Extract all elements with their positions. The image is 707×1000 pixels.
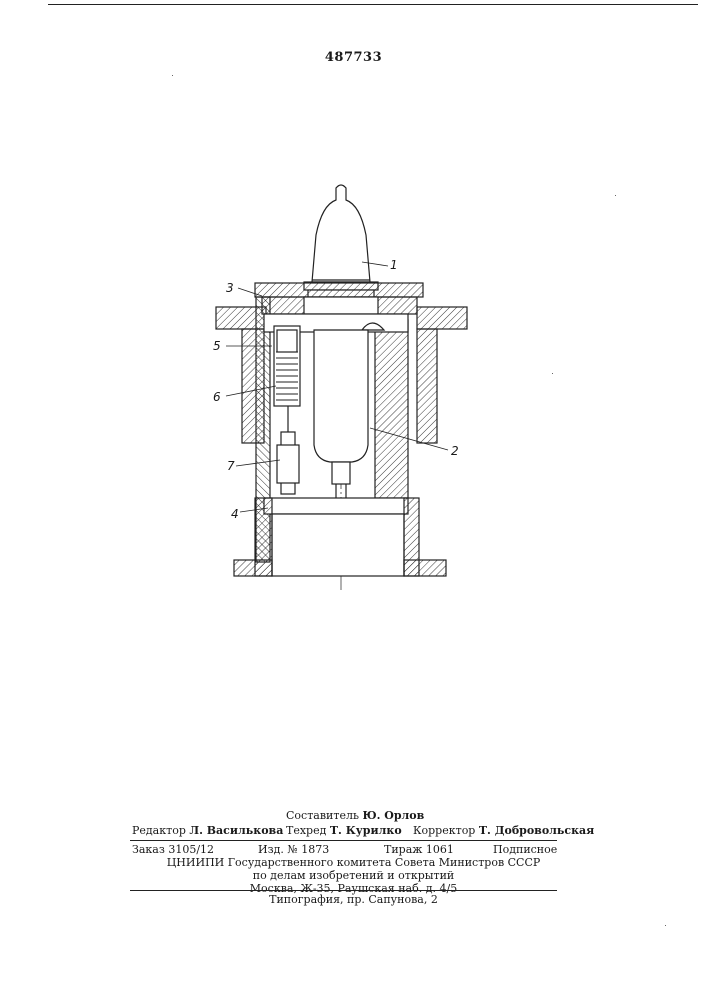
figure-label-7: 7 (227, 459, 235, 473)
base-plate (264, 498, 408, 514)
corrector-credit: Корректор Т. Добровольская (413, 824, 594, 837)
figure-label-6: 6 (213, 390, 221, 404)
order-number: Заказ 3105/12 (132, 843, 214, 856)
techred-name: Т. Курилко (330, 824, 402, 837)
circulation: Тираж 1061 (384, 843, 454, 856)
bottom-flange-left (234, 560, 272, 576)
subscription-note: Подписное (493, 843, 557, 856)
figure-label-4: 4 (231, 507, 239, 521)
org-line-2: по делам изобретений и открытий (0, 869, 707, 882)
figure-label-1: 1 (390, 258, 398, 272)
lamp-bulb (312, 185, 370, 282)
imprint-rule-top (130, 840, 557, 841)
org-line-1: ЦНИИПИ Государственного комитета Совета … (0, 856, 707, 869)
bottom-flange-right (404, 560, 446, 576)
top-cover (255, 283, 423, 297)
figure-label-3: 3 (226, 281, 234, 295)
edition-number: Изд. № 1873 (258, 843, 329, 856)
imprint-rule-bottom (130, 890, 557, 891)
printer-line: Типография, пр. Сапунова, 2 (0, 893, 707, 906)
editor-name: Л. Василькова (189, 824, 283, 837)
figure-label-5: 5 (213, 339, 221, 353)
scan-speck (172, 75, 173, 76)
outer-right-wall (417, 329, 437, 443)
techred-credit: Техред Т. Курилко (286, 824, 402, 837)
right-flange (417, 307, 467, 329)
scan-speck (665, 925, 666, 926)
scan-speck (552, 373, 553, 374)
compiler-line: Составитель Ю. Орлов (286, 809, 424, 822)
figure-label-2: 2 (451, 444, 459, 458)
scan-speck (615, 195, 616, 196)
inner-right-body (375, 320, 408, 498)
corrector-name: Т. Добровольская (479, 824, 594, 837)
compiler-name: Ю. Орлов (362, 809, 424, 822)
editor-credit: Редактор Л. Василькова (132, 824, 283, 837)
lamp-body (314, 330, 368, 462)
